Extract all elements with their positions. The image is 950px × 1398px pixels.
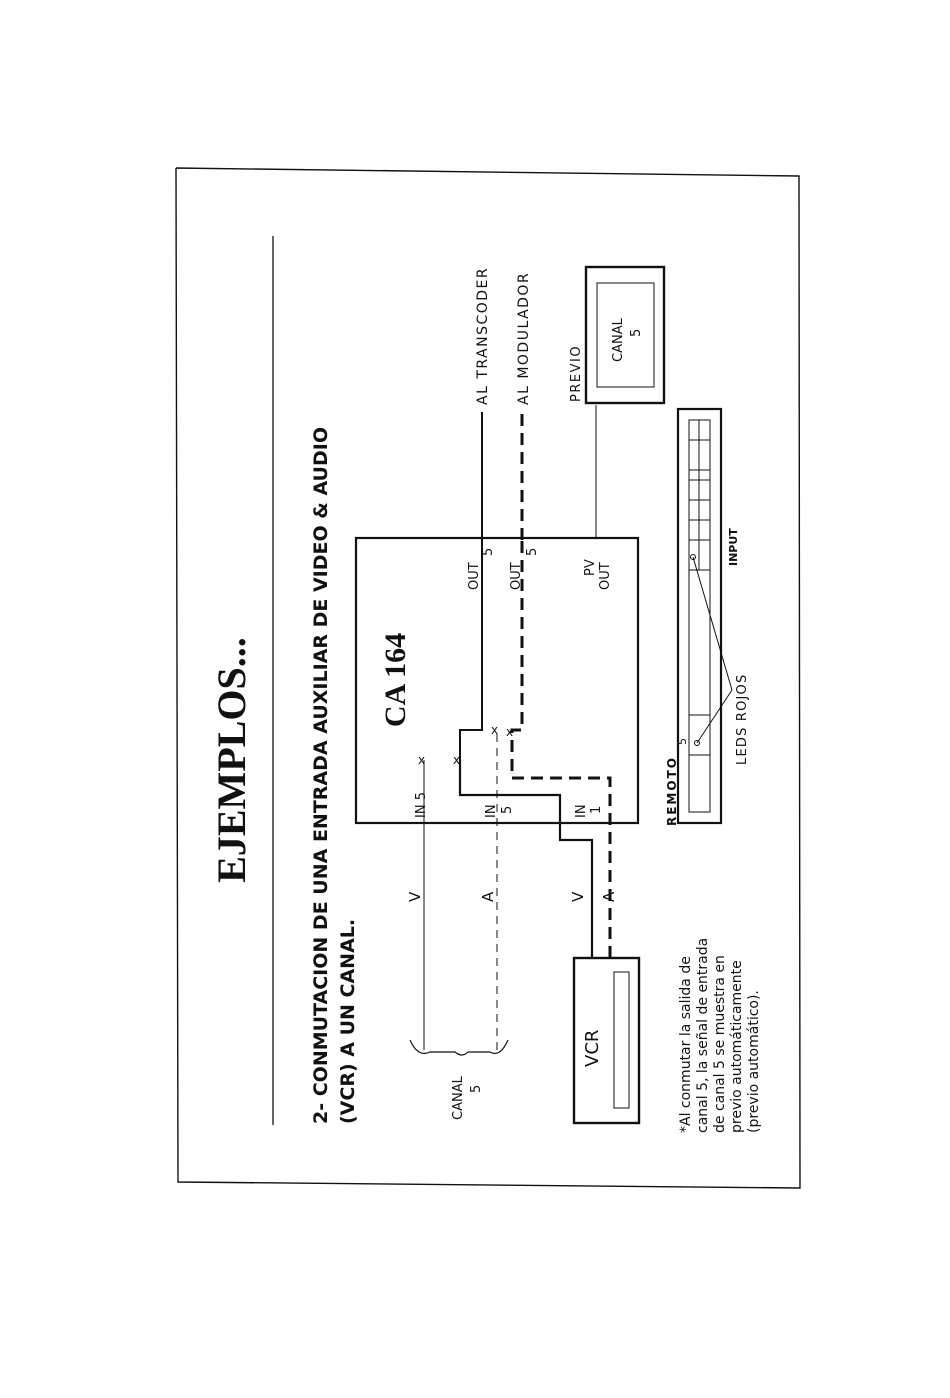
subtitle-line-1: 2- CONMUTACION DE UNA ENTRADA AUXILIAR D… <box>310 427 332 1124</box>
canal-brace <box>409 1039 509 1056</box>
note-line-4: previo automáticamente <box>729 960 745 1133</box>
remote-box <box>676 407 723 825</box>
label-al-transcoder: AL TRANSCODER <box>475 267 491 405</box>
pv-out-label: OUT <box>598 562 613 590</box>
canal-num: 5 <box>469 1085 484 1093</box>
output-label-out5-b: OUT <box>509 562 524 590</box>
previo-screen-canal: CANAL <box>611 317 626 362</box>
note-line-1: *Al conmutar la salida de <box>678 956 694 1133</box>
input-label-in5-top: IN 5 <box>414 792 429 818</box>
label-al-modulador: AL MODULADOR <box>516 272 532 405</box>
remote-num: 5 <box>676 738 689 745</box>
input-label-in1: IN <box>574 804 589 818</box>
cross-mark-4: x <box>506 725 513 739</box>
output-label-out5-b-num: 5 <box>525 548 540 556</box>
input-label-in-mid: IN <box>484 804 499 818</box>
wire-vcr-audio <box>510 540 612 958</box>
cross-mark-2: x <box>453 753 460 767</box>
device-name: CA 164 <box>379 633 412 727</box>
previo-monitor-outer <box>584 265 666 405</box>
output-label-out5-a-num: 5 <box>481 548 496 556</box>
signal-a-vcr: A <box>600 891 618 902</box>
input-label-in-mid-num: 5 <box>500 806 515 814</box>
input-label-in1-num: 1 <box>589 806 604 814</box>
cross-mark-1: x <box>418 753 425 767</box>
previo-monitor-screen <box>596 282 655 388</box>
vcr-box <box>572 956 641 1125</box>
wire-internal-video <box>459 540 483 760</box>
vcr-label: VCR <box>582 1030 603 1067</box>
leds-pointer-1 <box>692 556 733 691</box>
leds-pointer-2 <box>696 689 733 744</box>
wire-vcr-video <box>458 760 594 958</box>
led-canal <box>694 740 700 746</box>
remote-input-label: INPUT <box>727 528 740 566</box>
led-input <box>690 554 696 560</box>
remote-label: REMOTO <box>665 756 679 826</box>
pv-label: PV <box>583 559 598 576</box>
signal-v-vcr: V <box>569 891 587 902</box>
page-title: EJEMPLOS... <box>209 637 254 883</box>
subtitle-line-2: (VCR) A UN CANAL. <box>337 919 359 1124</box>
signal-v-canal: V <box>406 891 424 902</box>
previo-screen-num: 5 <box>629 329 644 337</box>
note-line-5: (previo automático). <box>746 990 762 1133</box>
output-label-out5-a: OUT <box>467 562 482 590</box>
outer-frame <box>175 167 801 1189</box>
label-previo: PREVIO <box>569 345 584 402</box>
signal-a-canal: A <box>479 891 497 902</box>
cross-mark-3: x <box>491 723 498 737</box>
note-line-2: canal 5, la señal de entrada <box>695 938 711 1133</box>
vcr-tape-slot <box>613 971 630 1109</box>
canal-label: CANAL <box>451 1075 466 1120</box>
note-line-3: de canal 5 se muestra en <box>712 955 728 1133</box>
leds-rojos-label: LEDS ROJOS <box>735 674 750 765</box>
